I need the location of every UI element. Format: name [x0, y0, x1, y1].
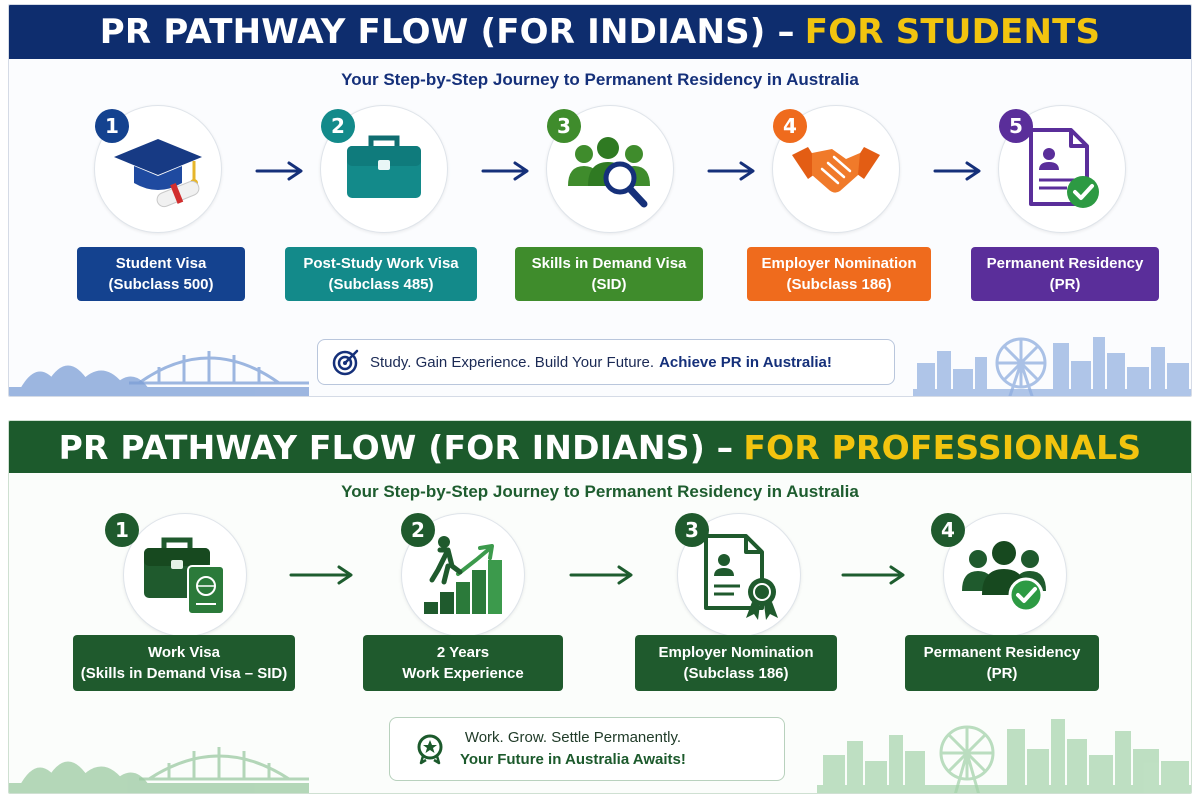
students-subtitle: Your Step-by-Step Journey to Permanent R…: [341, 70, 859, 89]
step-label-line1: Student Visa: [115, 255, 207, 272]
arrow-right-icon: [933, 161, 981, 181]
arrow-right-icon: [707, 161, 755, 181]
step-label-line1: Employer Nomination: [761, 255, 917, 272]
step-label: Employer Nomination (Subclass 186): [747, 247, 931, 301]
arrow-right-icon: [255, 161, 303, 181]
city-skyline-icon: [817, 719, 1191, 793]
step-label: Post-Study Work Visa (Subclass 485): [285, 247, 477, 301]
students-tagline-text: Study. Gain Experience. Build Your Futur…: [370, 353, 655, 371]
step-label: Student Visa (Subclass 500): [77, 247, 245, 301]
step-circle: [320, 105, 448, 233]
step-label-line1: Work Visa: [148, 644, 220, 661]
step-label-line1: Permanent Residency: [986, 255, 1144, 272]
graduation-cap-icon: [114, 139, 202, 208]
students-panel: PR PATHWAY FLOW (FOR INDIANS) – FOR STUD…: [8, 4, 1192, 397]
step-number-badge: 1: [105, 513, 139, 547]
step-label: Permanent Residency (PR): [971, 247, 1159, 301]
people-search-icon: [568, 137, 650, 208]
step-label-line1: Employer Nomination: [658, 644, 814, 661]
step-number-badge: 3: [675, 513, 709, 547]
professionals-tagline-line1: Work. Grow. Settle Permanently.: [464, 729, 682, 746]
step-label-line1: Permanent Residency: [923, 644, 1081, 661]
arrow-right-icon: [569, 565, 633, 585]
step-number-badge: 2: [401, 513, 435, 547]
step-label: Employer Nomination (Subclass 186): [635, 635, 837, 691]
step-label-line2: (Subclass 500): [108, 276, 214, 293]
step-label-line2: Work Experience: [402, 665, 524, 682]
briefcase-icon: [347, 135, 421, 198]
target-icon: [332, 349, 359, 376]
step-label-line2: (Subclass 186): [786, 276, 892, 293]
professionals-tagline: Work. Grow. Settle Permanently. Your Fut…: [389, 717, 785, 781]
step-label-line2: (Subclass 186): [683, 665, 789, 682]
step-label-line2: (PR): [1049, 276, 1081, 293]
step-number-badge: 4: [931, 513, 965, 547]
step-circle: [123, 513, 247, 637]
students-title: PR PATHWAY FLOW (FOR INDIANS) –: [99, 12, 795, 52]
step-label-line1: 2 Years: [436, 644, 490, 661]
step-number-badge: 4: [773, 109, 807, 143]
step-label: Skills in Demand Visa (SID): [515, 247, 703, 301]
step-label-line2: (Skills in Demand Visa – SID): [80, 665, 288, 682]
step-number-badge: 2: [321, 109, 355, 143]
arrow-right-icon: [481, 161, 529, 181]
step-label: Work Visa (Skills in Demand Visa – SID): [73, 635, 295, 691]
professionals-banner: PR PATHWAY FLOW (FOR INDIANS) – FOR PROF…: [9, 421, 1191, 473]
step-number-badge: 1: [95, 109, 129, 143]
step-label-line1: Skills in Demand Visa: [531, 255, 687, 272]
students-banner: PR PATHWAY FLOW (FOR INDIANS) – FOR STUD…: [9, 5, 1191, 59]
step-circle: [943, 513, 1067, 637]
professionals-subtitle: Your Step-by-Step Journey to Permanent R…: [341, 482, 859, 501]
step-number-badge: 3: [547, 109, 581, 143]
step-label-line1: Post-Study Work Visa: [303, 255, 459, 272]
step-label-line2: (Subclass 485): [328, 276, 434, 293]
arrow-right-icon: [841, 565, 905, 585]
step-label-line2: (SID): [591, 276, 627, 293]
briefcase-passport-icon: [144, 537, 225, 615]
certificate-award-icon: [704, 534, 778, 620]
arrow-right-icon: [289, 565, 353, 585]
students-title-highlight: FOR STUDENTS: [804, 12, 1101, 52]
professionals-title: PR PATHWAY FLOW (FOR INDIANS) –: [58, 427, 734, 467]
sydney-opera-house-icon: [9, 351, 309, 396]
students-tagline-bold: Achieve PR in Australia!: [659, 353, 832, 371]
city-skyline-icon: [913, 337, 1191, 396]
sydney-opera-house-icon: [9, 747, 309, 793]
step-number-badge: 5: [999, 109, 1033, 143]
star-badge-icon: [417, 734, 443, 765]
people-check-icon: [962, 541, 1046, 613]
professionals-title-highlight: FOR PROFESSIONALS: [743, 427, 1142, 467]
step-label: 2 Years Work Experience: [363, 635, 563, 691]
handshake-icon: [792, 147, 880, 193]
professionals-tagline-line2: Your Future in Australia Awaits!: [460, 751, 686, 768]
step-label-line2: (PR): [986, 665, 1018, 682]
step-label: Permanent Residency (PR): [905, 635, 1099, 691]
students-tagline: Study. Gain Experience. Build Your Futur…: [317, 339, 895, 385]
professionals-panel: PR PATHWAY FLOW (FOR INDIANS) – FOR PROF…: [8, 420, 1192, 794]
pr-document-check-icon: [1029, 128, 1099, 208]
career-growth-icon: [424, 536, 502, 614]
professionals-tagline-lines: Work. Grow. Settle Permanently. Your Fut…: [460, 727, 686, 771]
